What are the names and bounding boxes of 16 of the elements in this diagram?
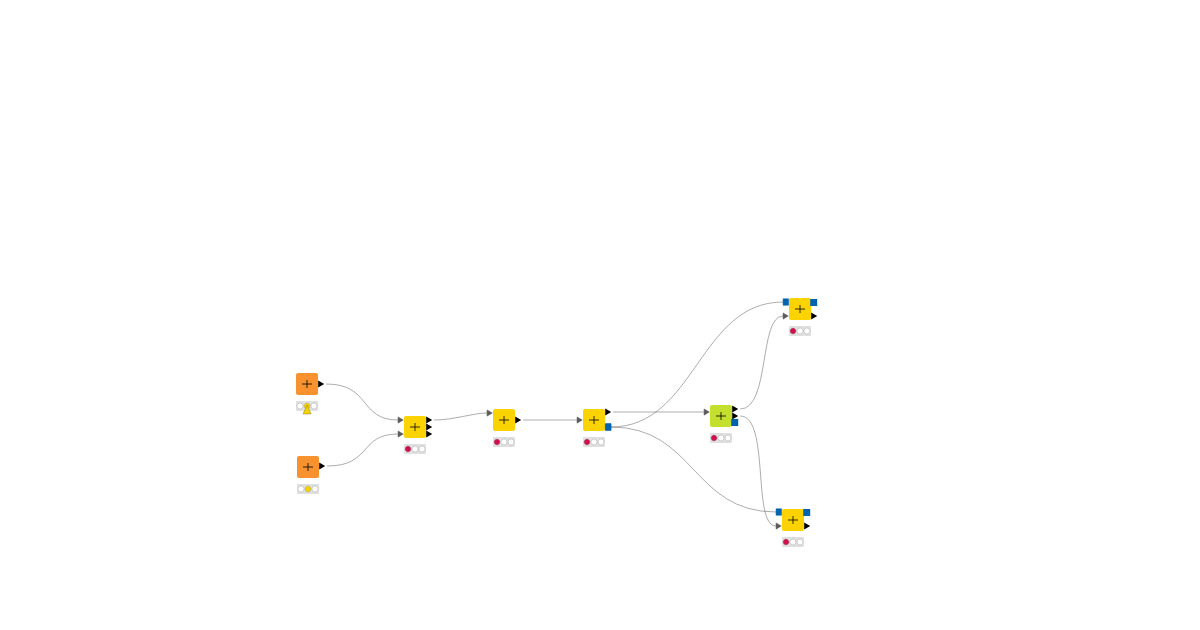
node-box [789, 298, 811, 320]
node-box [493, 409, 515, 431]
connector [325, 383, 404, 424]
node-box [404, 416, 426, 438]
node-box [710, 405, 732, 427]
connector [433, 409, 493, 421]
connector [739, 312, 789, 410]
connector [739, 415, 782, 530]
node-box [782, 509, 804, 531]
connector [522, 416, 583, 424]
node-box [583, 409, 605, 431]
connector [605, 423, 782, 516]
node-box [297, 456, 319, 478]
connector [612, 408, 710, 416]
node-box [296, 373, 318, 395]
connector [326, 430, 404, 467]
